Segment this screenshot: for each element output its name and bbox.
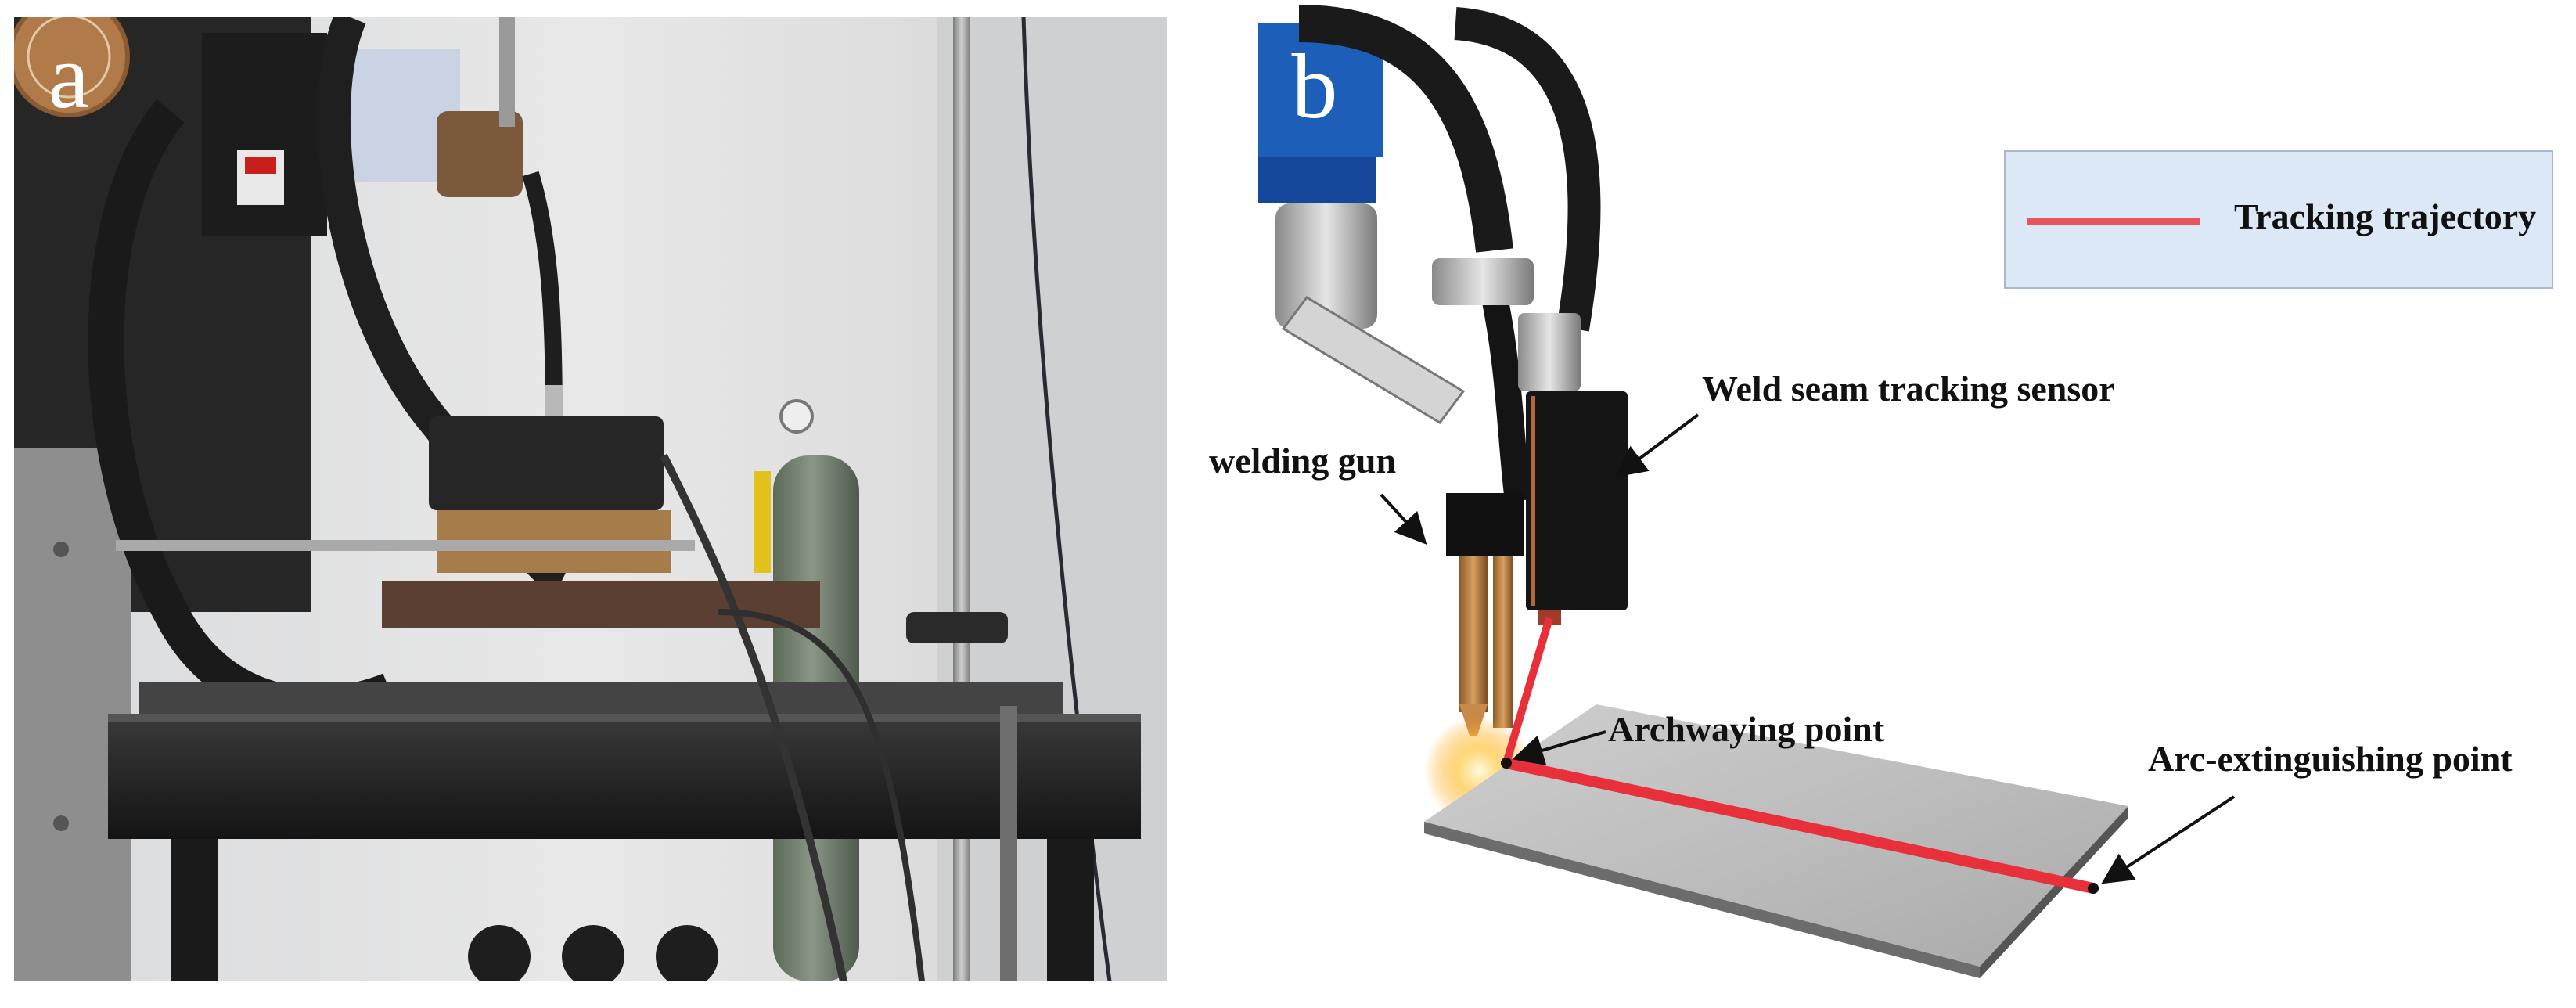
tracking-trajectory-line (1501, 758, 2099, 894)
workpiece-plate-top (1424, 704, 2128, 967)
welding-table-top (108, 714, 1141, 839)
welding-cable (660, 453, 847, 981)
bottom-wheel (468, 925, 531, 981)
horizontal-bar (116, 540, 695, 551)
welding-wire-guide (1493, 556, 1513, 728)
bottom-wheel (656, 925, 718, 981)
frame-bolt (53, 542, 69, 557)
robot-logo-badge (14, 17, 130, 117)
gun-arrow (1380, 493, 1427, 545)
welding-station-photo: a (14, 17, 1167, 981)
legend-label: Tracking trajectory (2234, 196, 2536, 236)
arc-end-label: Arc-extinguishing point (2148, 739, 2513, 779)
bottom-wheel (562, 925, 624, 981)
fixture-base (139, 682, 1063, 714)
clamp-handle (906, 612, 1008, 643)
panel-letter-b: b (1292, 35, 1338, 138)
sensor-arrow (1614, 413, 1700, 477)
table-leg (1047, 839, 1094, 981)
table-leg (171, 839, 218, 981)
gun-label: welding gun (1209, 441, 1396, 481)
torch-clamp (1432, 258, 1534, 305)
welding-table-edge (108, 714, 1141, 722)
sensor-edge-highlight (1531, 396, 1535, 606)
workpiece-plate-side (1980, 806, 2128, 978)
robot-head (202, 33, 327, 236)
arc-end-arrow (2101, 795, 2236, 884)
torch-neck (1481, 294, 1531, 503)
pressure-gauge (779, 399, 814, 434)
arc-start-arrow (1512, 730, 1606, 766)
workpiece-plate-front (1424, 822, 1980, 978)
warning-label-stripe (245, 157, 276, 174)
welding-gun-nozzle (1459, 556, 1488, 712)
arc-start-point-marker (1501, 758, 1512, 769)
arc-end-point-marker (2088, 883, 2099, 894)
robot-logo-ring (27, 17, 111, 99)
welding-cable (718, 609, 925, 981)
cable-connector (1518, 313, 1581, 391)
clamp-post (1000, 706, 1017, 981)
gas-regulator-tag (754, 471, 771, 573)
torch-rod (499, 17, 515, 127)
gun-holder (1446, 493, 1524, 556)
panel-letter-a: a (49, 25, 89, 128)
robot-wrist (1275, 203, 1377, 329)
tracking-schematic: b Tracking trajec (1209, 5, 2553, 978)
sensor-laser-window (1538, 610, 1561, 625)
weld-seam-tracking-sensor (1526, 391, 1628, 610)
tool-case (429, 416, 664, 510)
schematic-panel-b: b Tracking trajec (1197, 0, 2576, 1008)
robot-arm-flange (1258, 157, 1376, 203)
photo-panel-a: a (14, 17, 1167, 981)
torch-hose (1298, 5, 1513, 253)
legend: Tracking trajectory (2004, 150, 2553, 289)
sensor-cable (1454, 7, 1601, 332)
frame-bolt (53, 815, 69, 831)
welding-fixture (382, 581, 820, 628)
torch-mount (437, 111, 523, 197)
sensor-label: Weld seam tracking sensor (1702, 369, 2115, 409)
arc-start-label: Archwaying point (1608, 709, 1885, 749)
mounting-bracket (1281, 296, 1466, 424)
